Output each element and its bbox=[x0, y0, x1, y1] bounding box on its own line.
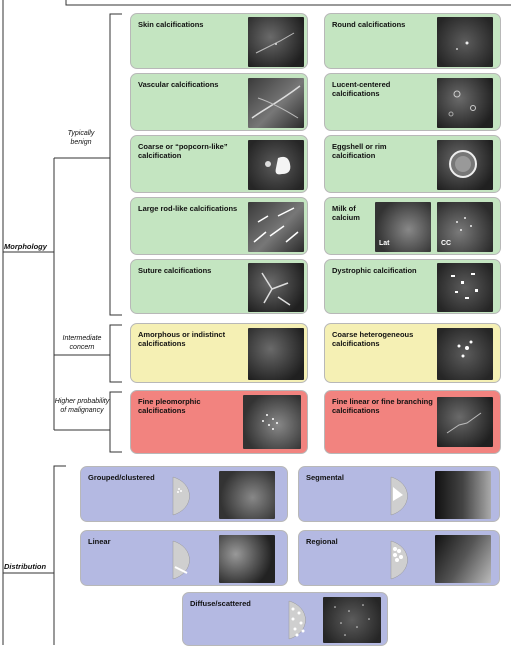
card-segmental: Segmental bbox=[298, 466, 500, 522]
card-milk-of-calcium: Milk of calcium Lat CC bbox=[324, 197, 501, 255]
card-regional: Regional bbox=[298, 530, 500, 586]
card-title: Eggshell or rim calcification bbox=[332, 142, 387, 160]
card-title: Amorphous or indistinct calcifications bbox=[138, 330, 226, 348]
mammogram-thumbnail bbox=[437, 140, 493, 190]
breast-silhouette-icon bbox=[390, 476, 408, 516]
breast-silhouette-icon bbox=[288, 600, 306, 640]
card-coarse-heterogeneous-calcifications: Coarse heterogeneous calcifications bbox=[324, 323, 501, 383]
mammogram-thumbnail bbox=[248, 140, 304, 190]
card-title: Milk of calcium bbox=[332, 204, 360, 222]
card-fine-pleomorphic-calcifications: Fine pleomorphic calcifications bbox=[130, 390, 308, 454]
mammogram-thumbnail-cc: CC bbox=[437, 202, 493, 252]
card-title: Grouped/clustered bbox=[88, 473, 155, 482]
mammogram-thumbnail bbox=[248, 263, 304, 312]
mammogram-thumbnail bbox=[435, 471, 491, 519]
mammogram-thumbnail bbox=[437, 78, 493, 128]
card-title: Large rod-like calcifications bbox=[138, 204, 238, 213]
mammogram-thumbnail bbox=[437, 397, 493, 447]
mammogram-thumbnail bbox=[323, 597, 381, 643]
view-label-cc: CC bbox=[441, 240, 452, 247]
card-grouped-clustered: Grouped/clustered bbox=[80, 466, 288, 522]
card-title: Coarse heterogeneous calcifications bbox=[332, 330, 414, 348]
card-title: Vascular calcifications bbox=[138, 80, 219, 89]
mammogram-thumbnail bbox=[248, 202, 304, 252]
mammogram-thumbnail bbox=[248, 17, 304, 67]
card-title: Diffuse/scattered bbox=[190, 599, 251, 608]
card-title: Skin calcifications bbox=[138, 20, 204, 29]
card-title: Coarse or “popcorn-like” calcification bbox=[138, 142, 228, 160]
card-fine-linear-calcifications: Fine linear or fine branching calcificat… bbox=[324, 390, 501, 454]
card-title: Fine pleomorphic calcifications bbox=[138, 397, 201, 415]
card-skin-calcifications: Skin calcifications bbox=[130, 13, 308, 69]
intermediate-concern-label: Intermediate concern bbox=[62, 335, 102, 351]
morphology-label: Morphology bbox=[4, 242, 47, 251]
breast-silhouette-icon bbox=[172, 540, 190, 580]
mammogram-thumbnail bbox=[219, 535, 275, 583]
card-lucent-centered-calcifications: Lucent-centered calcifications bbox=[324, 73, 501, 131]
mammogram-thumbnail bbox=[435, 535, 491, 583]
card-title: Linear bbox=[88, 537, 111, 546]
card-title: Regional bbox=[306, 537, 338, 546]
mammogram-thumbnail bbox=[248, 328, 304, 380]
card-vascular-calcifications: Vascular calcifications bbox=[130, 73, 308, 131]
card-amorphous-calcifications: Amorphous or indistinct calcifications bbox=[130, 323, 308, 383]
view-label-lat: Lat bbox=[379, 240, 390, 247]
mammogram-thumbnail bbox=[219, 471, 275, 519]
card-linear: Linear bbox=[80, 530, 288, 586]
card-title: Dystrophic calcification bbox=[332, 266, 417, 275]
card-rod-like-calcifications: Large rod-like calcifications bbox=[130, 197, 308, 255]
higher-probability-label: Higher probability of malignancy bbox=[54, 398, 110, 414]
card-title: Round calcifications bbox=[332, 20, 406, 29]
card-popcorn-calcification: Coarse or “popcorn-like” calcification bbox=[130, 135, 308, 193]
card-title: Fine linear or fine branching calcificat… bbox=[332, 397, 433, 415]
mammogram-thumbnail-lat: Lat bbox=[375, 202, 431, 252]
mammogram-thumbnail bbox=[437, 263, 493, 312]
breast-silhouette-icon bbox=[390, 540, 408, 580]
card-eggshell-calcification: Eggshell or rim calcification bbox=[324, 135, 501, 193]
mammogram-thumbnail bbox=[437, 328, 493, 380]
mammogram-thumbnail bbox=[243, 395, 301, 449]
card-suture-calcifications: Suture calcifications bbox=[130, 259, 308, 314]
card-title: Suture calcifications bbox=[138, 266, 212, 275]
typically-benign-label: Typically benign bbox=[67, 130, 95, 146]
card-round-calcifications: Round calcifications bbox=[324, 13, 501, 69]
card-title: Lucent-centered calcifications bbox=[332, 80, 391, 98]
card-title: Segmental bbox=[306, 473, 344, 482]
distribution-label: Distribution bbox=[4, 562, 47, 571]
breast-silhouette-icon bbox=[172, 476, 190, 516]
mammogram-thumbnail bbox=[437, 17, 493, 67]
card-dystrophic-calcification: Dystrophic calcification bbox=[324, 259, 501, 314]
mammogram-thumbnail bbox=[248, 78, 304, 128]
card-diffuse-scattered: Diffuse/scattered bbox=[182, 592, 388, 646]
